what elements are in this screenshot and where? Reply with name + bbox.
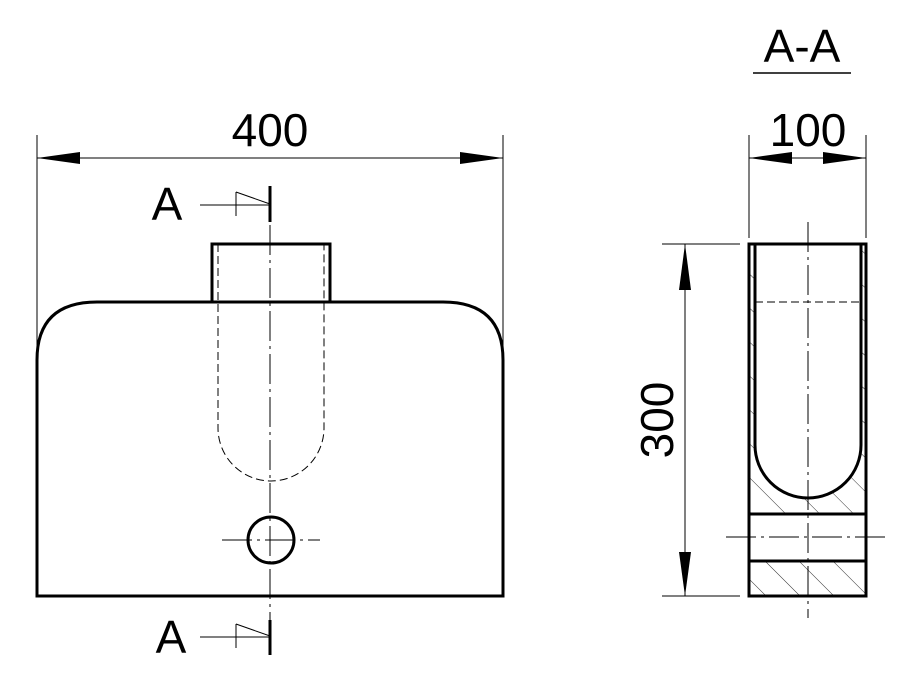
dimension-400-text: 400 [232, 104, 309, 156]
hatch-upper [749, 244, 866, 514]
dimension-100: 100 [748, 104, 867, 238]
body-outline [35, 300, 505, 598]
section-title: A-A [764, 20, 841, 72]
dimension-300: 300 [631, 243, 740, 597]
dimension-400: 400 [36, 104, 504, 355]
section-view: A-A 100 300 [631, 20, 890, 618]
hidden-slot [217, 244, 325, 482]
section-marker-top: A [152, 178, 272, 230]
dimension-100-text: 100 [770, 104, 847, 156]
boss-outline [210, 242, 332, 302]
section-marker-bottom: A [156, 611, 272, 663]
section-label-bottom: A [156, 611, 187, 663]
dimension-300-text: 300 [631, 382, 683, 459]
front-view: 400 A A [35, 104, 505, 663]
section-label-top: A [152, 178, 183, 230]
